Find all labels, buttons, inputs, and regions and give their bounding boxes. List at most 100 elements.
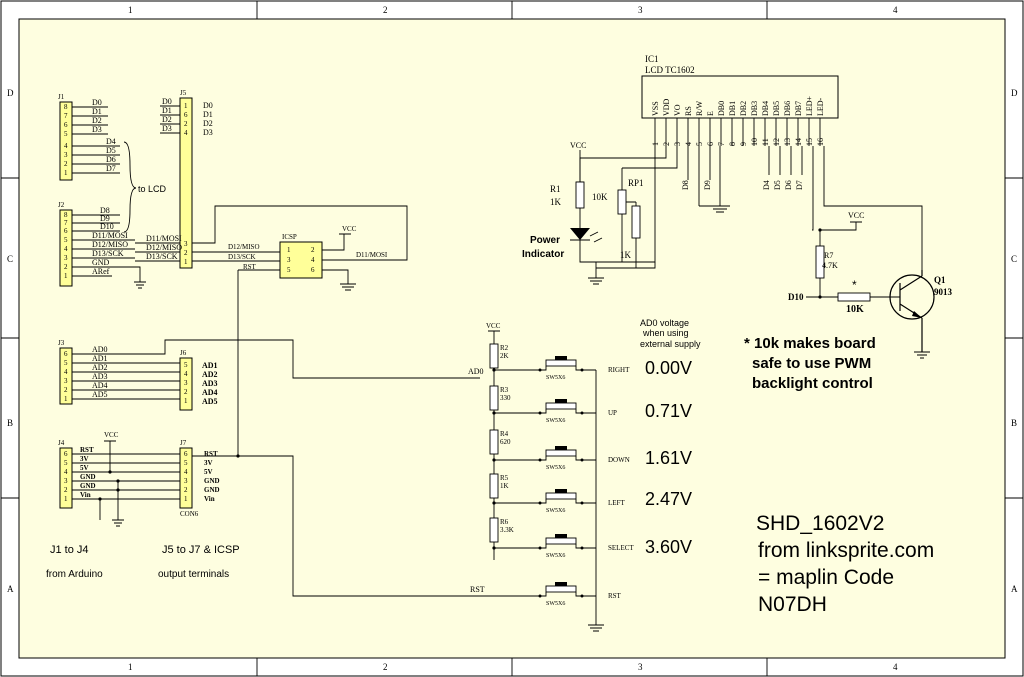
schematic-label: 2K bbox=[500, 352, 509, 360]
lcd-pin-number: 16 bbox=[816, 138, 825, 146]
lcd-power-section: VCC R1 1K Power Indicator RP1 10K 1K bbox=[522, 141, 923, 285]
schematic-label: D3 bbox=[203, 128, 213, 137]
schematic-label: R5 bbox=[500, 474, 509, 482]
row-label: B bbox=[1011, 418, 1017, 428]
lcd-pin-number: 6 bbox=[706, 142, 715, 146]
schematic-label: 5 bbox=[184, 361, 188, 369]
schematic-label: 2 bbox=[184, 249, 188, 257]
schematic-label: J5 to J7 & ICSP bbox=[162, 544, 240, 556]
schematic-label: D12/MISO bbox=[92, 240, 128, 249]
schematic-label: 7 bbox=[64, 112, 68, 120]
lcd-pin-number: 9 bbox=[739, 142, 748, 146]
schematic-label: VCC bbox=[486, 322, 501, 330]
schematic-label: 3V bbox=[80, 455, 89, 463]
schematic-label: 1 bbox=[64, 495, 68, 503]
schematic-label: GND bbox=[204, 477, 220, 485]
button-label: RIGHT bbox=[608, 366, 630, 374]
schematic-label: 4 bbox=[184, 370, 188, 378]
schematic-label: 1 bbox=[64, 169, 68, 177]
schematic-label: 2 bbox=[64, 160, 68, 168]
lcd-pin-name: DB4 bbox=[761, 101, 770, 116]
lcd-pin-name: LED+ bbox=[805, 95, 814, 116]
row-label: D bbox=[7, 88, 14, 98]
schematic-label: ICSP bbox=[282, 233, 297, 241]
schematic-label: 1K bbox=[550, 197, 562, 207]
row-label: D bbox=[1011, 88, 1018, 98]
schematic-label: 3 bbox=[287, 256, 291, 264]
schematic-label: 5V bbox=[204, 468, 213, 476]
schematic-label: J6 bbox=[180, 349, 187, 357]
schematic-label: 5 bbox=[64, 359, 68, 367]
backlight-section: VCC R7 4.7K D10 * 10K Q1 9013 bbox=[788, 211, 953, 359]
voltage-left: 2.47V bbox=[645, 489, 692, 509]
schematic-label: 8 bbox=[64, 103, 68, 111]
schematic-label: D0 bbox=[203, 101, 213, 110]
col-label: 1 bbox=[128, 662, 133, 672]
schematic-label: D8 bbox=[681, 180, 690, 190]
schematic-label: 3 bbox=[184, 477, 188, 485]
schematic-label: D3 bbox=[92, 125, 102, 134]
schematic-label: J1 to J4 bbox=[50, 544, 89, 556]
button-ladder: VCC R22KR3330R4620R51KR63.3KSW5X6RIGHTSW… bbox=[468, 322, 634, 632]
schematic-label: SW5X6 bbox=[546, 465, 565, 471]
lcd-pin-name: E bbox=[706, 111, 715, 116]
schematic-label: AD5 bbox=[202, 397, 218, 406]
col-label: 2 bbox=[383, 5, 388, 15]
col-label: 1 bbox=[128, 5, 133, 15]
row-label: B bbox=[7, 418, 13, 428]
schematic-label: 6 bbox=[184, 111, 188, 119]
schematic-label: 8 bbox=[64, 211, 68, 219]
lcd-pin-number: 4 bbox=[684, 142, 693, 146]
lcd-pin-name: DB1 bbox=[728, 101, 737, 116]
schematic-label: D2 bbox=[203, 119, 213, 128]
schematic-label: 6 bbox=[64, 121, 68, 129]
schematic-label: Vin bbox=[80, 491, 91, 499]
lcd-pin-number: 2 bbox=[662, 142, 671, 146]
schematic-label: backlight control bbox=[752, 375, 873, 392]
schematic-label: R4 bbox=[500, 430, 509, 438]
schematic-label: D9 bbox=[100, 214, 110, 223]
schematic-label: AD3 bbox=[202, 379, 218, 388]
lcd-pin-number: 7 bbox=[717, 142, 726, 146]
lcd-pin-name: DB3 bbox=[750, 101, 759, 116]
voltage-right: 0.00V bbox=[645, 358, 692, 378]
schematic-label: 620 bbox=[500, 438, 511, 446]
lcd-pin-name: VDD bbox=[662, 98, 671, 116]
schematic-label: 4 bbox=[64, 142, 68, 150]
lcd-pin-name: VSS bbox=[651, 101, 660, 116]
schematic-label: 6 bbox=[64, 350, 68, 358]
schematic-label: AD1 bbox=[92, 354, 108, 363]
ladder-resistor bbox=[489, 517, 499, 543]
schematic-label: RST bbox=[243, 263, 257, 271]
push-switch: SW5X6 bbox=[530, 399, 596, 424]
schematic-label: 10K bbox=[846, 304, 864, 315]
schematic-label: D0 bbox=[92, 98, 102, 107]
schematic-label: 3 bbox=[64, 151, 68, 159]
lcd-pin-name: DB6 bbox=[783, 101, 792, 116]
col-label: 4 bbox=[893, 662, 898, 672]
schematic-label: CON6 bbox=[180, 510, 199, 518]
schematic-label: VCC bbox=[570, 141, 586, 150]
schematic-label: 2 bbox=[64, 486, 68, 494]
schematic-label: RST bbox=[80, 446, 94, 454]
schematic-label: 9013 bbox=[934, 287, 953, 297]
schematic-label: J7 bbox=[180, 439, 187, 447]
schematic-label: 3 bbox=[184, 240, 188, 248]
schematic-label: 2 bbox=[184, 486, 188, 494]
schematic-label: 5 bbox=[64, 459, 68, 467]
lcd-pin-number: 15 bbox=[805, 138, 814, 146]
lcd-pin-number: 11 bbox=[761, 138, 770, 146]
to-lcd-brace bbox=[123, 141, 137, 233]
schematic-label: D7 bbox=[795, 180, 804, 190]
schematic-label: D4 bbox=[762, 180, 771, 190]
schematic-label: D5 bbox=[773, 180, 782, 190]
schematic-label: R3 bbox=[500, 386, 509, 394]
lcd-pin-name: VO bbox=[673, 104, 682, 116]
ladder-resistor bbox=[489, 343, 499, 369]
to-lcd-label: to LCD bbox=[138, 184, 167, 194]
ladder-resistor bbox=[489, 429, 499, 455]
row-label: C bbox=[1011, 254, 1017, 264]
schematic-label: D13/SCK bbox=[92, 249, 124, 258]
